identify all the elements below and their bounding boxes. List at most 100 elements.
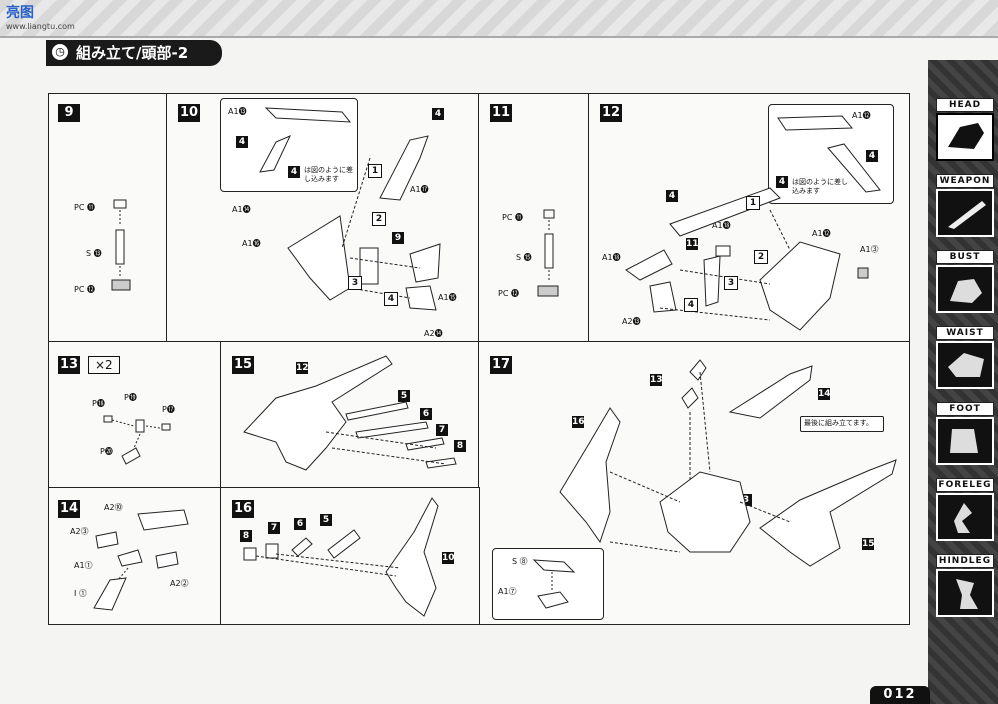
part-label: S ⓯ — [516, 253, 532, 262]
foot-thumbnail-icon — [936, 417, 994, 465]
sidebar-item-label: BUST — [936, 250, 994, 264]
part-number-badge: 10 — [442, 552, 455, 564]
part-label: A1⓷ — [860, 245, 879, 254]
step-indicator: 4 — [684, 298, 698, 312]
bust-thumbnail-icon — [936, 265, 994, 313]
part-label: S ⓭ — [86, 249, 102, 258]
header-band — [0, 0, 998, 38]
clock-icon: ◷ — [52, 44, 68, 60]
callout-note: は図のように差し込みます — [792, 178, 848, 195]
part-label: PC ⓫ — [502, 213, 523, 222]
step-17-detail-drawing — [532, 559, 576, 609]
step-12-badge: 12 — [600, 104, 622, 122]
step-indicator: 3 — [348, 276, 362, 290]
part-number-badge: 9 — [392, 232, 404, 244]
step-17-detail-callout — [492, 548, 604, 620]
step-9-badge: 9 — [58, 104, 80, 122]
sidebar-item-head[interactable]: HEAD — [936, 98, 994, 161]
foreleg-thumbnail-icon — [936, 493, 994, 541]
part-label: A1⓱ — [410, 185, 429, 194]
sidebar-item-foot[interactable]: FOOT — [936, 402, 994, 465]
part-label: A2⓮ — [424, 329, 443, 338]
part-number-badge: 4 — [866, 150, 878, 162]
part-label: A1⓲ — [602, 253, 621, 262]
step-16-badge: 16 — [232, 500, 254, 518]
page-title: 組み立て/頭部-2 — [76, 44, 189, 62]
part-label: P⓲ — [92, 399, 105, 408]
sidebar-item-bust[interactable]: BUST — [936, 250, 994, 313]
part-number-badge: 5 — [398, 390, 410, 402]
part-label: A1⓻ — [498, 587, 517, 596]
part-number-badge: 5 — [320, 514, 332, 526]
part-number-badge: 16 — [572, 416, 585, 428]
step-14-parts-drawing — [93, 509, 189, 611]
part-number-badge: 6 — [420, 408, 432, 420]
part-label: A2⓾ — [104, 503, 123, 512]
part-label: S ⓼ — [512, 557, 528, 566]
part-label: A1⓰ — [242, 239, 261, 248]
step-indicator: 3 — [724, 276, 738, 290]
sidebar-item-waist[interactable]: WAIST — [936, 326, 994, 389]
step-17-badge: 17 — [490, 356, 512, 374]
part-number-badge: 7 — [436, 424, 448, 436]
part-label: A2⓶ — [170, 579, 189, 588]
head-thumbnail-icon — [936, 113, 994, 161]
part-number-badge: 8 — [240, 530, 252, 542]
quantity-badge: ×2 — [88, 356, 120, 374]
part-label: A1⓵ — [74, 561, 93, 570]
step-11-badge: 11 — [490, 104, 512, 122]
page-number: 012 — [870, 686, 930, 704]
part-label: PC ⓬ — [498, 289, 519, 298]
sidebar-item-label: FOOT — [936, 402, 994, 416]
step-11-panel — [478, 93, 590, 343]
step-17-assembly-drawing — [559, 359, 897, 567]
weapon-thumbnail-icon — [936, 189, 994, 237]
step-10-badge: 10 — [178, 104, 200, 122]
page-title-bar: ◷ 組み立て/頭部-2 — [46, 40, 222, 66]
part-number-badge: 4 — [288, 166, 300, 178]
step-15-assembly-drawing — [243, 355, 457, 471]
step-11-parts-drawing — [537, 209, 559, 297]
callout-note: は図のように差し込みます — [304, 166, 353, 183]
part-number-badge: 8 — [454, 440, 466, 452]
part-label: A1⓮ — [232, 205, 251, 214]
step-9-panel — [48, 93, 168, 343]
part-number-badge: 4 — [432, 108, 444, 120]
step-16-assembly-drawing — [243, 497, 439, 617]
site-logo-text: 亮图 — [6, 5, 34, 21]
sidebar-item-foreleg[interactable]: FORELEG — [936, 478, 994, 541]
part-number-badge: 4 — [666, 190, 678, 202]
step-14-badge: 14 — [58, 500, 80, 518]
part-number-badge: 11 — [686, 238, 699, 250]
step-13-parts-drawing — [103, 415, 171, 465]
note-box — [800, 416, 884, 432]
part-label: A1⓬ — [852, 111, 871, 120]
part-label: P⓱ — [162, 405, 175, 414]
part-label: P⓳ — [124, 393, 137, 402]
step-indicator: 1 — [746, 196, 760, 210]
part-number-badge: 4 — [236, 136, 248, 148]
sidebar-item-weapon[interactable]: WEAPON — [936, 174, 994, 237]
part-number-badge: 13 — [650, 374, 663, 386]
sidebar-item-label: HINDLEG — [936, 554, 994, 568]
step-12-callout-drawing — [777, 115, 881, 193]
sidebar-item-label: FORELEG — [936, 478, 994, 492]
part-label: A1⓭ — [228, 107, 247, 116]
part-label: A1⓯ — [438, 293, 457, 302]
step-10-callout-drawing — [259, 107, 352, 173]
part-label: A2⓷ — [70, 527, 89, 536]
step-10-assembly-drawing — [287, 135, 441, 311]
part-number-badge: 12 — [296, 362, 309, 374]
step-indicator: 1 — [368, 164, 382, 178]
step-13-badge: 13 — [58, 356, 80, 374]
part-label: A1⓲ — [712, 221, 731, 230]
step-9-parts-drawing — [111, 199, 131, 291]
part-label: P⓴ — [100, 447, 113, 456]
sidebar-item-hindleg[interactable]: HINDLEG — [936, 554, 994, 617]
part-number-badge: 4 — [776, 176, 788, 188]
sidebar-item-label: HEAD — [936, 98, 994, 112]
hindleg-thumbnail-icon — [936, 569, 994, 617]
sidebar-item-label: WAIST — [936, 326, 994, 340]
part-label: PC ⓫ — [74, 203, 95, 212]
